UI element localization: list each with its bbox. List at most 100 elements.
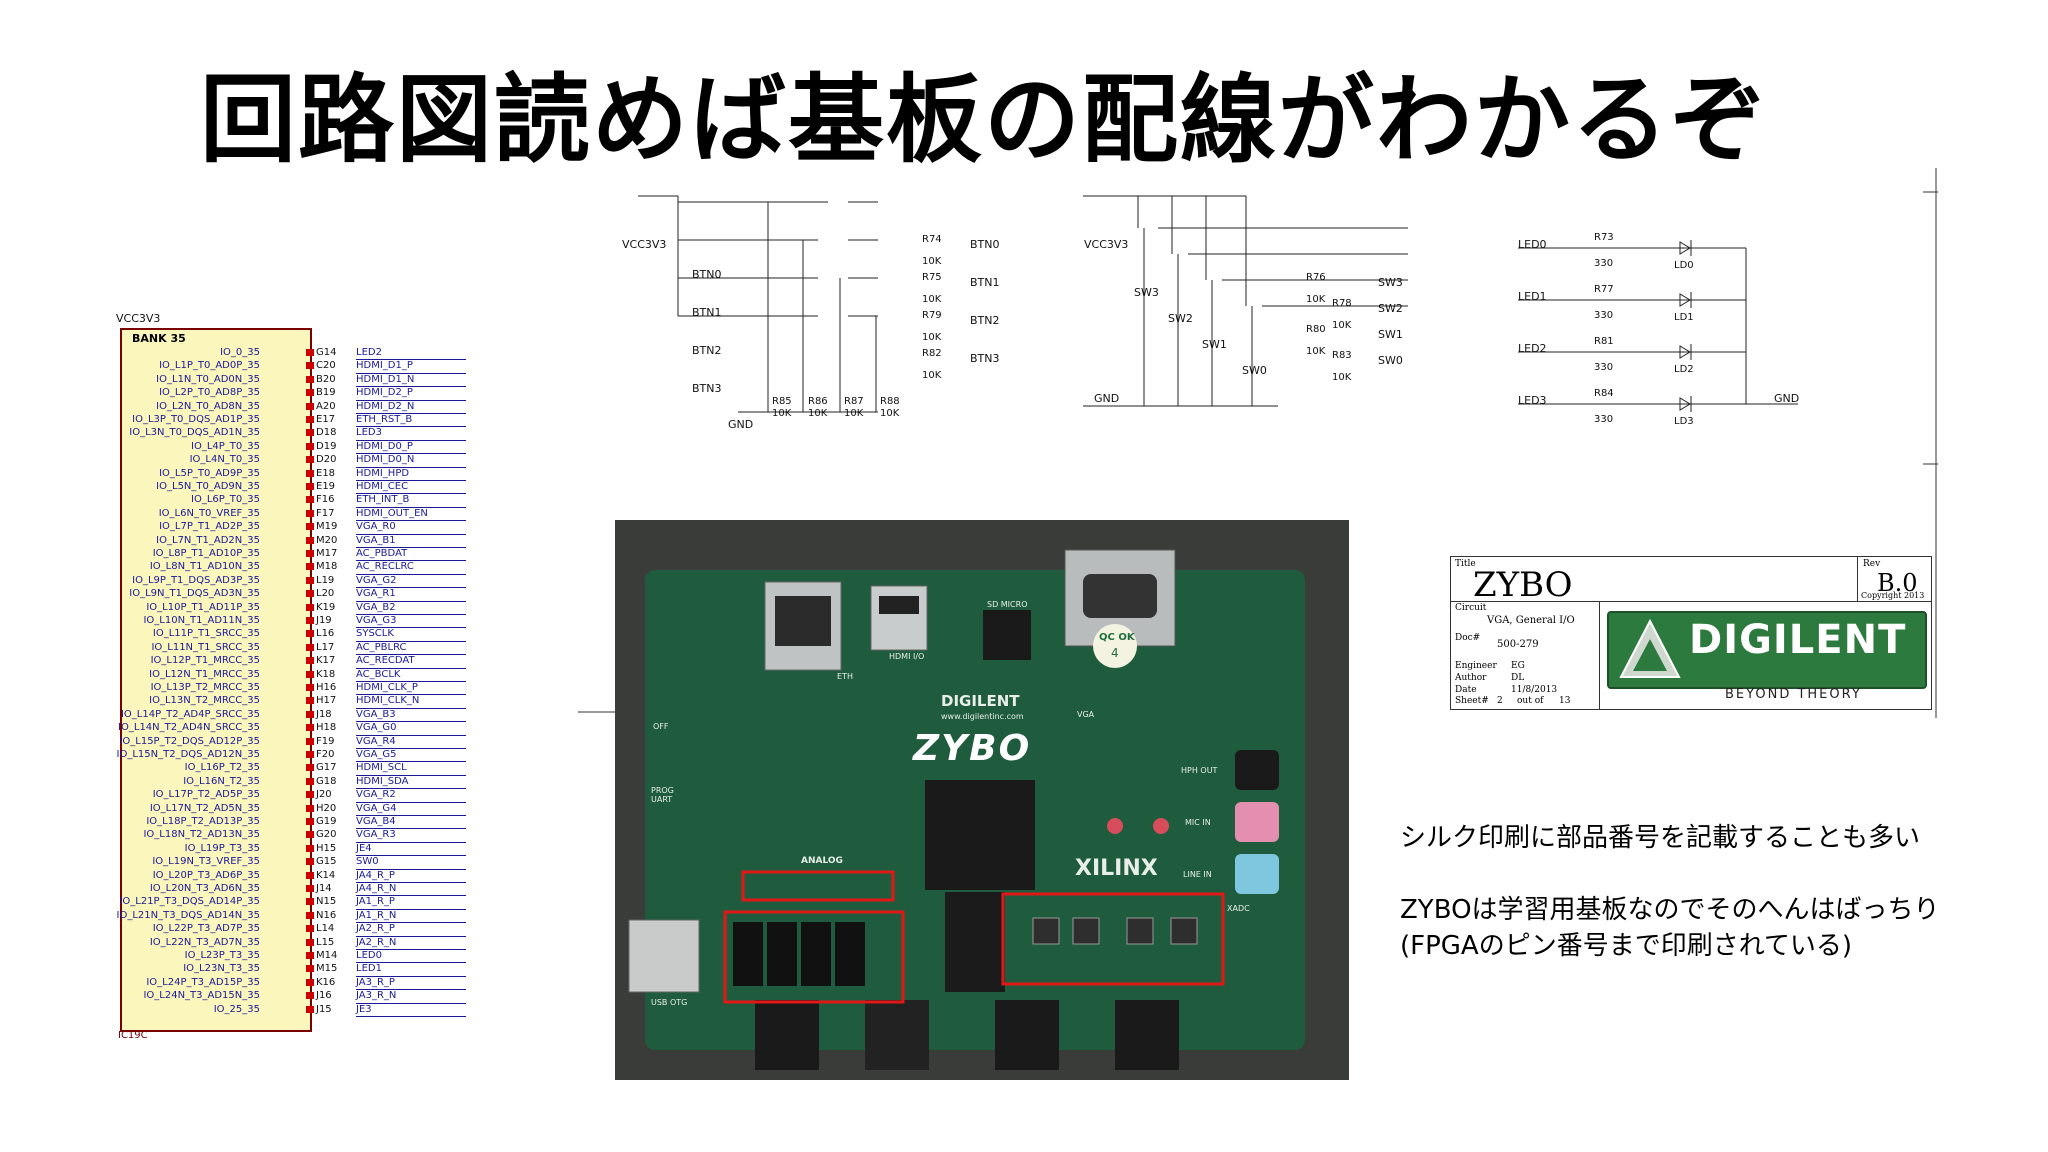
- btn3-net: BTN3: [970, 352, 1000, 365]
- pin-stub: [306, 563, 314, 571]
- qc-sticker-text: QC OK: [1099, 632, 1135, 643]
- pin-signal: IO_L10P_T1_AD11P_35: [146, 601, 260, 613]
- pin-stub: [306, 684, 314, 691]
- zybo-board-photo: DIGILENT www.digilentinc.com ZYBO XILINX…: [615, 520, 1349, 1080]
- pin-net: JA1_R_P: [356, 895, 466, 910]
- pin-net: LED0: [356, 949, 466, 964]
- r77-val: 330: [1594, 310, 1614, 321]
- pin-stub: [306, 911, 314, 919]
- pin-stub: [306, 1005, 314, 1013]
- pin-signal: IO_L23N_T3_35: [183, 963, 260, 975]
- pin-net: VGA_R0: [356, 520, 466, 535]
- board-illustration: [615, 520, 1349, 1080]
- pin-stub: [306, 791, 314, 799]
- pin-signal: IO_L14N_T2_AD4N_SRCC_35: [118, 722, 260, 734]
- board-label-vga: VGA: [1077, 710, 1095, 719]
- r87-ref: R87: [844, 396, 864, 407]
- sw0-label: SW0: [1242, 364, 1267, 377]
- pin-stub: [306, 349, 314, 356]
- sw1-label: SW1: [1202, 338, 1227, 351]
- r78-ref: R78: [1332, 298, 1352, 309]
- pin-net: VGA_G3: [356, 614, 466, 629]
- pin-stub: [306, 670, 314, 678]
- pin-stub: [306, 804, 314, 812]
- btn0-label: BTN0: [692, 268, 722, 281]
- pin-net: JA3_R_N: [356, 989, 466, 1004]
- pin-stub: [306, 603, 314, 611]
- bank-footer: IC19C: [118, 1030, 148, 1041]
- pin-number: H20: [316, 802, 337, 814]
- pin-signal: IO_L11P_T1_SRCC_35: [152, 628, 260, 640]
- pin-number: J16: [316, 990, 332, 1002]
- tb-circuit-label: Circuit: [1455, 603, 1487, 613]
- pin-stub: [306, 483, 314, 490]
- pin-stub: [306, 818, 314, 825]
- pin-signal: IO_L13P_T2_MRCC_35: [150, 682, 260, 693]
- pin-net: SYSCLK: [356, 627, 466, 642]
- pin-net: VGA_G4: [356, 802, 466, 816]
- pin-net: HDMI_SCL: [356, 761, 466, 776]
- pin-signal: IO_L17P_T2_AD5P_35: [152, 789, 260, 801]
- pin-number: E19: [316, 481, 336, 492]
- r87-val: 10K: [844, 408, 864, 419]
- r81-val: 330: [1594, 362, 1614, 373]
- pin-number: G15: [316, 856, 337, 868]
- r82-val: 10K: [922, 370, 942, 381]
- bank-symbol: [120, 328, 312, 1032]
- pin-net: VGA_B3: [356, 708, 466, 723]
- pin-stub: [306, 885, 314, 892]
- pin-stub: [306, 724, 314, 732]
- pin-signal: IO_L20N_T3_AD6N_35: [149, 883, 260, 894]
- pin-number: H15: [316, 842, 337, 854]
- r76-ref: R76: [1306, 272, 1326, 283]
- pin-stub: [306, 442, 314, 450]
- pin-number: G19: [316, 816, 337, 827]
- btn1-label: BTN1: [692, 306, 722, 319]
- r74-val: 10K: [922, 256, 942, 267]
- pin-stub: [306, 590, 314, 598]
- pin-net: HDMI_CLK_N: [356, 694, 466, 709]
- r88-ref: R88: [880, 396, 900, 407]
- sw0-net: SW0: [1378, 354, 1403, 367]
- pin-number: L19: [316, 574, 335, 586]
- sw2-net: SW2: [1378, 302, 1403, 315]
- schematic-wires: [578, 168, 1938, 718]
- pin-net: VGA_R3: [356, 828, 466, 843]
- board-label-mic: MIC IN: [1185, 818, 1211, 827]
- tb-title: ZYBO: [1473, 565, 1573, 605]
- pin-signal: IO_L12P_T1_MRCC_35: [150, 655, 260, 667]
- r84-val: 330: [1594, 414, 1614, 425]
- pin-number: F20: [316, 749, 335, 760]
- pin-signal: IO_L6N_T0_VREF_35: [158, 507, 260, 519]
- pin-net: HDMI_D2_P: [356, 386, 466, 401]
- pin-number: N15: [316, 896, 337, 908]
- pin-net: VGA_R2: [356, 788, 466, 803]
- pin-signal: IO_L7N_T1_AD2N_35: [156, 534, 260, 546]
- btn-gnd-label: GND: [728, 418, 754, 431]
- pin-number: F17: [316, 507, 335, 519]
- pin-number: M20: [316, 534, 338, 546]
- pin-signal: IO_L22P_T3_AD7P_35: [152, 923, 260, 935]
- tb-rev: B.0: [1877, 569, 1918, 597]
- pin-signal: IO_L18N_T2_AD13N_35: [143, 829, 260, 841]
- pin-net: HDMI_CLK_P: [356, 681, 466, 696]
- title-block: Title ZYBO Rev B.0 Copyright 2013 Circui…: [1450, 556, 1932, 710]
